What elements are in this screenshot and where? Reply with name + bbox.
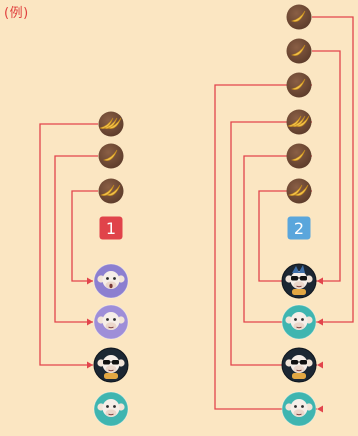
right-connector-4-arrowhead [317,361,323,369]
right-banana-1 [286,4,312,30]
left-monkey-4 [93,391,129,427]
left-banana-3 [98,178,124,204]
right-monkey-1 [281,263,317,299]
right-connector-4 [230,121,317,366]
left-connector-3-arrowhead [87,277,93,285]
left-monkey-3 [93,347,129,383]
left-banana-1 [98,111,124,137]
left-banana-2 [98,143,124,169]
left-group-badge: 1 [99,216,123,240]
left-connector-2-arrowhead [87,318,93,326]
svg-text:2: 2 [294,219,304,238]
left-connector-1 [39,123,98,366]
right-connector-3-arrowhead [317,405,323,413]
right-banana-6 [286,178,312,204]
right-banana-2 [286,38,312,64]
right-connector-2 [312,50,341,282]
right-banana-3 [286,72,312,98]
example-caption: (例) [4,6,29,21]
right-connector-3 [214,84,317,410]
right-group-badge: 2 [287,216,311,240]
left-monkey-1 [93,263,129,299]
right-connector-1 [312,16,354,323]
right-connector-6-arrowhead [317,277,323,285]
left-connector-1-arrowhead [87,361,93,369]
right-monkey-2 [281,304,317,340]
left-connector-2 [54,155,98,323]
right-banana-5 [286,143,312,169]
right-banana-4 [286,109,312,135]
left-monkey-2 [93,304,129,340]
right-connector-5 [243,155,317,323]
right-monkey-4 [281,391,317,427]
left-connector-3 [71,190,98,282]
svg-text:1: 1 [106,219,116,238]
right-monkey-3 [281,347,317,383]
right-connector-5-arrowhead [317,318,323,326]
